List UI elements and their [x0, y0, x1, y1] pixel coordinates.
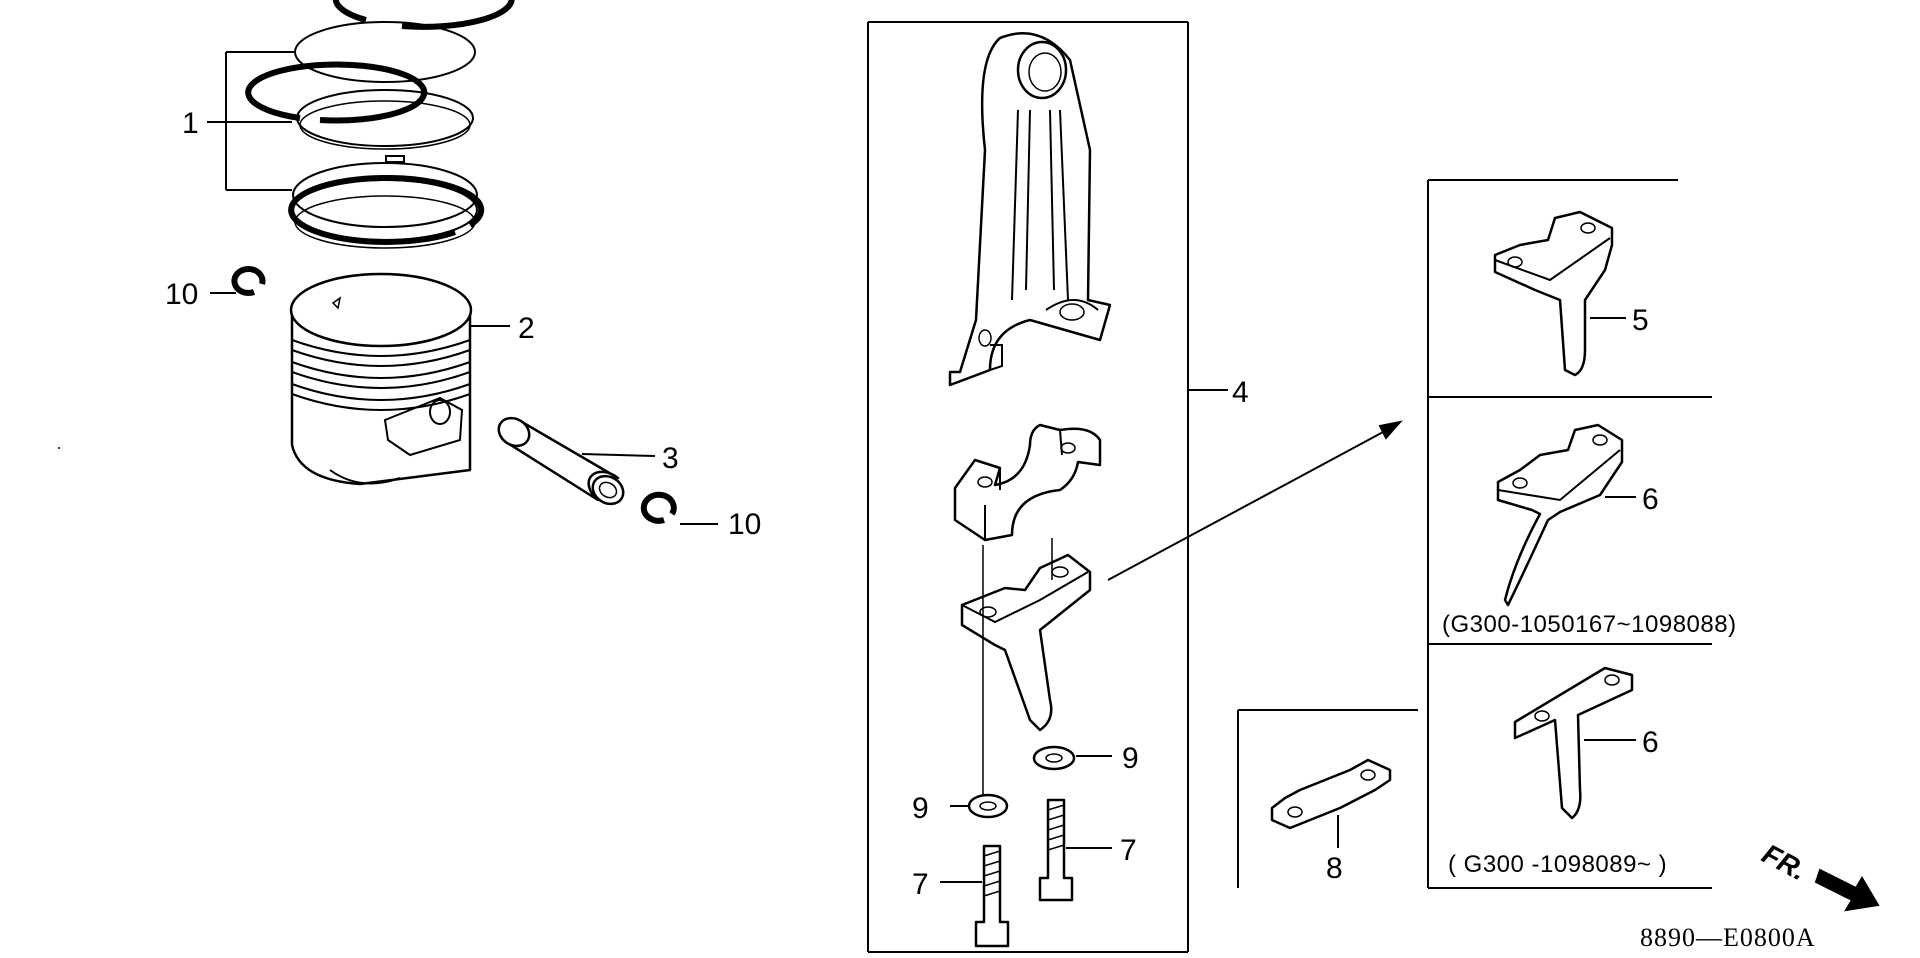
bolt-left — [940, 844, 1010, 948]
callout-3: 3 — [662, 442, 679, 475]
dipper-variant-6a — [1496, 423, 1624, 607]
piston-pin — [497, 416, 625, 506]
piston — [289, 272, 473, 486]
diagram-code: 8890—E0800A — [1640, 923, 1816, 952]
leader-3 — [581, 453, 656, 457]
callout-10-left: 10 — [165, 278, 198, 311]
variant-panels-frame — [1427, 179, 1712, 889]
callout-9-right: 9 — [1122, 742, 1139, 775]
variant-arrow — [1107, 420, 1403, 581]
serial-range-note-2: ( G300 -1098089~ ) — [1448, 851, 1667, 878]
front-label: FR. — [1757, 838, 1811, 887]
piston-rings — [245, 0, 515, 249]
oil-dipper — [960, 553, 1092, 732]
callout-9-left: 9 — [912, 792, 929, 825]
callout-6b: 6 — [1642, 726, 1659, 759]
callout-8: 8 — [1326, 852, 1343, 885]
connecting-rod-frame — [867, 21, 1228, 953]
callout-4: 4 — [1232, 376, 1249, 409]
callout-6a: 6 — [1642, 483, 1659, 516]
connecting-rod-cap — [953, 423, 1102, 542]
callout-5: 5 — [1632, 304, 1649, 337]
shim-plate — [1270, 758, 1392, 848]
circlip-right — [640, 491, 718, 525]
shim-plate-frame — [1237, 709, 1418, 888]
dipper-variant-6b — [1513, 666, 1634, 820]
callout-1: 1 — [182, 107, 199, 140]
serial-range-note-1: (G300-1050167~1098088) — [1442, 611, 1737, 638]
callout-2: 2 — [518, 312, 535, 345]
bolt-right — [1038, 798, 1112, 902]
front-direction-indicator: FR. — [1757, 838, 1880, 912]
callout-7-left: 7 — [912, 868, 929, 901]
dipper-variant-5 — [1493, 210, 1614, 377]
circlip-left — [210, 266, 266, 296]
callout-1-bracket — [207, 51, 294, 191]
front-arrow-icon — [1814, 868, 1880, 912]
connecting-rod — [948, 32, 1112, 387]
washer-left — [950, 793, 1009, 819]
washer-right — [1032, 745, 1112, 771]
callout-7-right: 7 — [1120, 834, 1137, 867]
callout-10-right: 10 — [728, 508, 761, 541]
